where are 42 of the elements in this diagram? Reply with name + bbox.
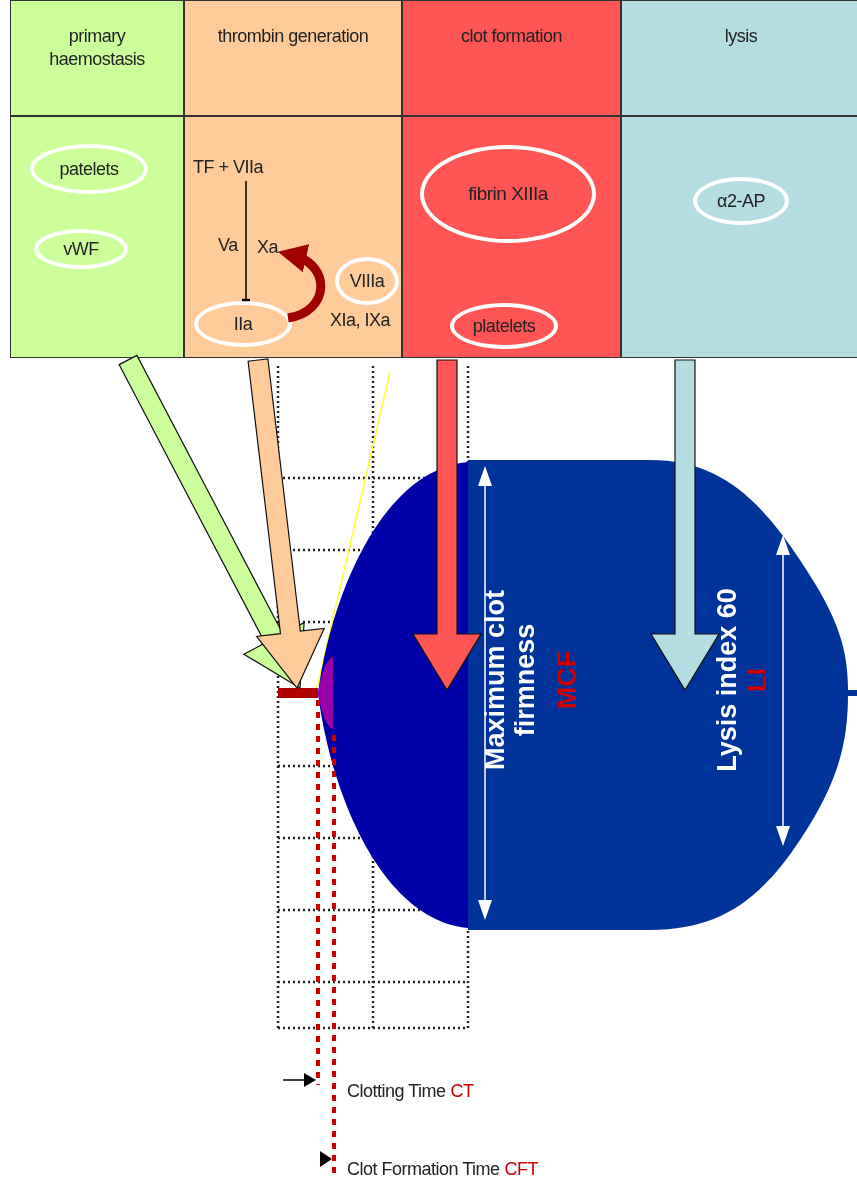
time-label: Clotting Time — [347, 1081, 446, 1102]
block-arrow — [247, 358, 326, 690]
factor-ellipse — [450, 303, 558, 349]
column-panel — [621, 116, 857, 358]
column-header — [184, 0, 402, 116]
factor-label: vWF — [63, 237, 99, 261]
factor-ellipse — [693, 177, 789, 225]
factor-label: Xa — [257, 237, 279, 257]
column-panel — [10, 116, 184, 358]
factor-label: XIa, IXa — [330, 310, 391, 331]
factor-label: α2-AP — [717, 189, 765, 213]
column-heading: clot formation — [459, 25, 563, 48]
factor-label: patelets — [59, 157, 119, 181]
time-abbreviation: CFT — [504, 1159, 539, 1180]
time-label: Clot Formation Time — [347, 1159, 500, 1180]
column-heading: primary haemostasis — [48, 25, 146, 70]
column-header — [10, 0, 184, 116]
inhibition-line — [240, 180, 252, 302]
factor-label: fibrin XIIIa — [468, 182, 548, 206]
measure-label: Lysis index 60 — [712, 587, 742, 774]
factor-ellipse — [30, 144, 148, 194]
measure-label: Maximum clot firmness — [480, 589, 540, 773]
factor-ellipse — [420, 145, 596, 243]
time-abbreviation: CT — [450, 1081, 474, 1102]
column-panel — [184, 116, 402, 358]
clotting-time-bar — [278, 688, 318, 698]
factor-ellipse — [194, 301, 292, 347]
block-arrow — [649, 359, 721, 692]
column-header — [402, 0, 621, 116]
factor-ellipse — [34, 229, 128, 269]
measure-abbreviation: LI — [742, 667, 772, 694]
factor-label: VIIIa — [349, 269, 385, 293]
factor-label: platelets — [472, 314, 536, 338]
factor-label: Va — [218, 235, 238, 256]
column-panel — [402, 116, 621, 358]
measure-abbreviation: MCF — [552, 649, 582, 712]
factor-label: TF + VIIa — [193, 157, 264, 177]
factor-label: IIa — [233, 312, 253, 336]
column-header — [621, 0, 857, 116]
block-arrow — [411, 359, 483, 692]
column-heading: thrombin generation — [216, 25, 370, 48]
column-heading: lysis — [723, 25, 759, 48]
